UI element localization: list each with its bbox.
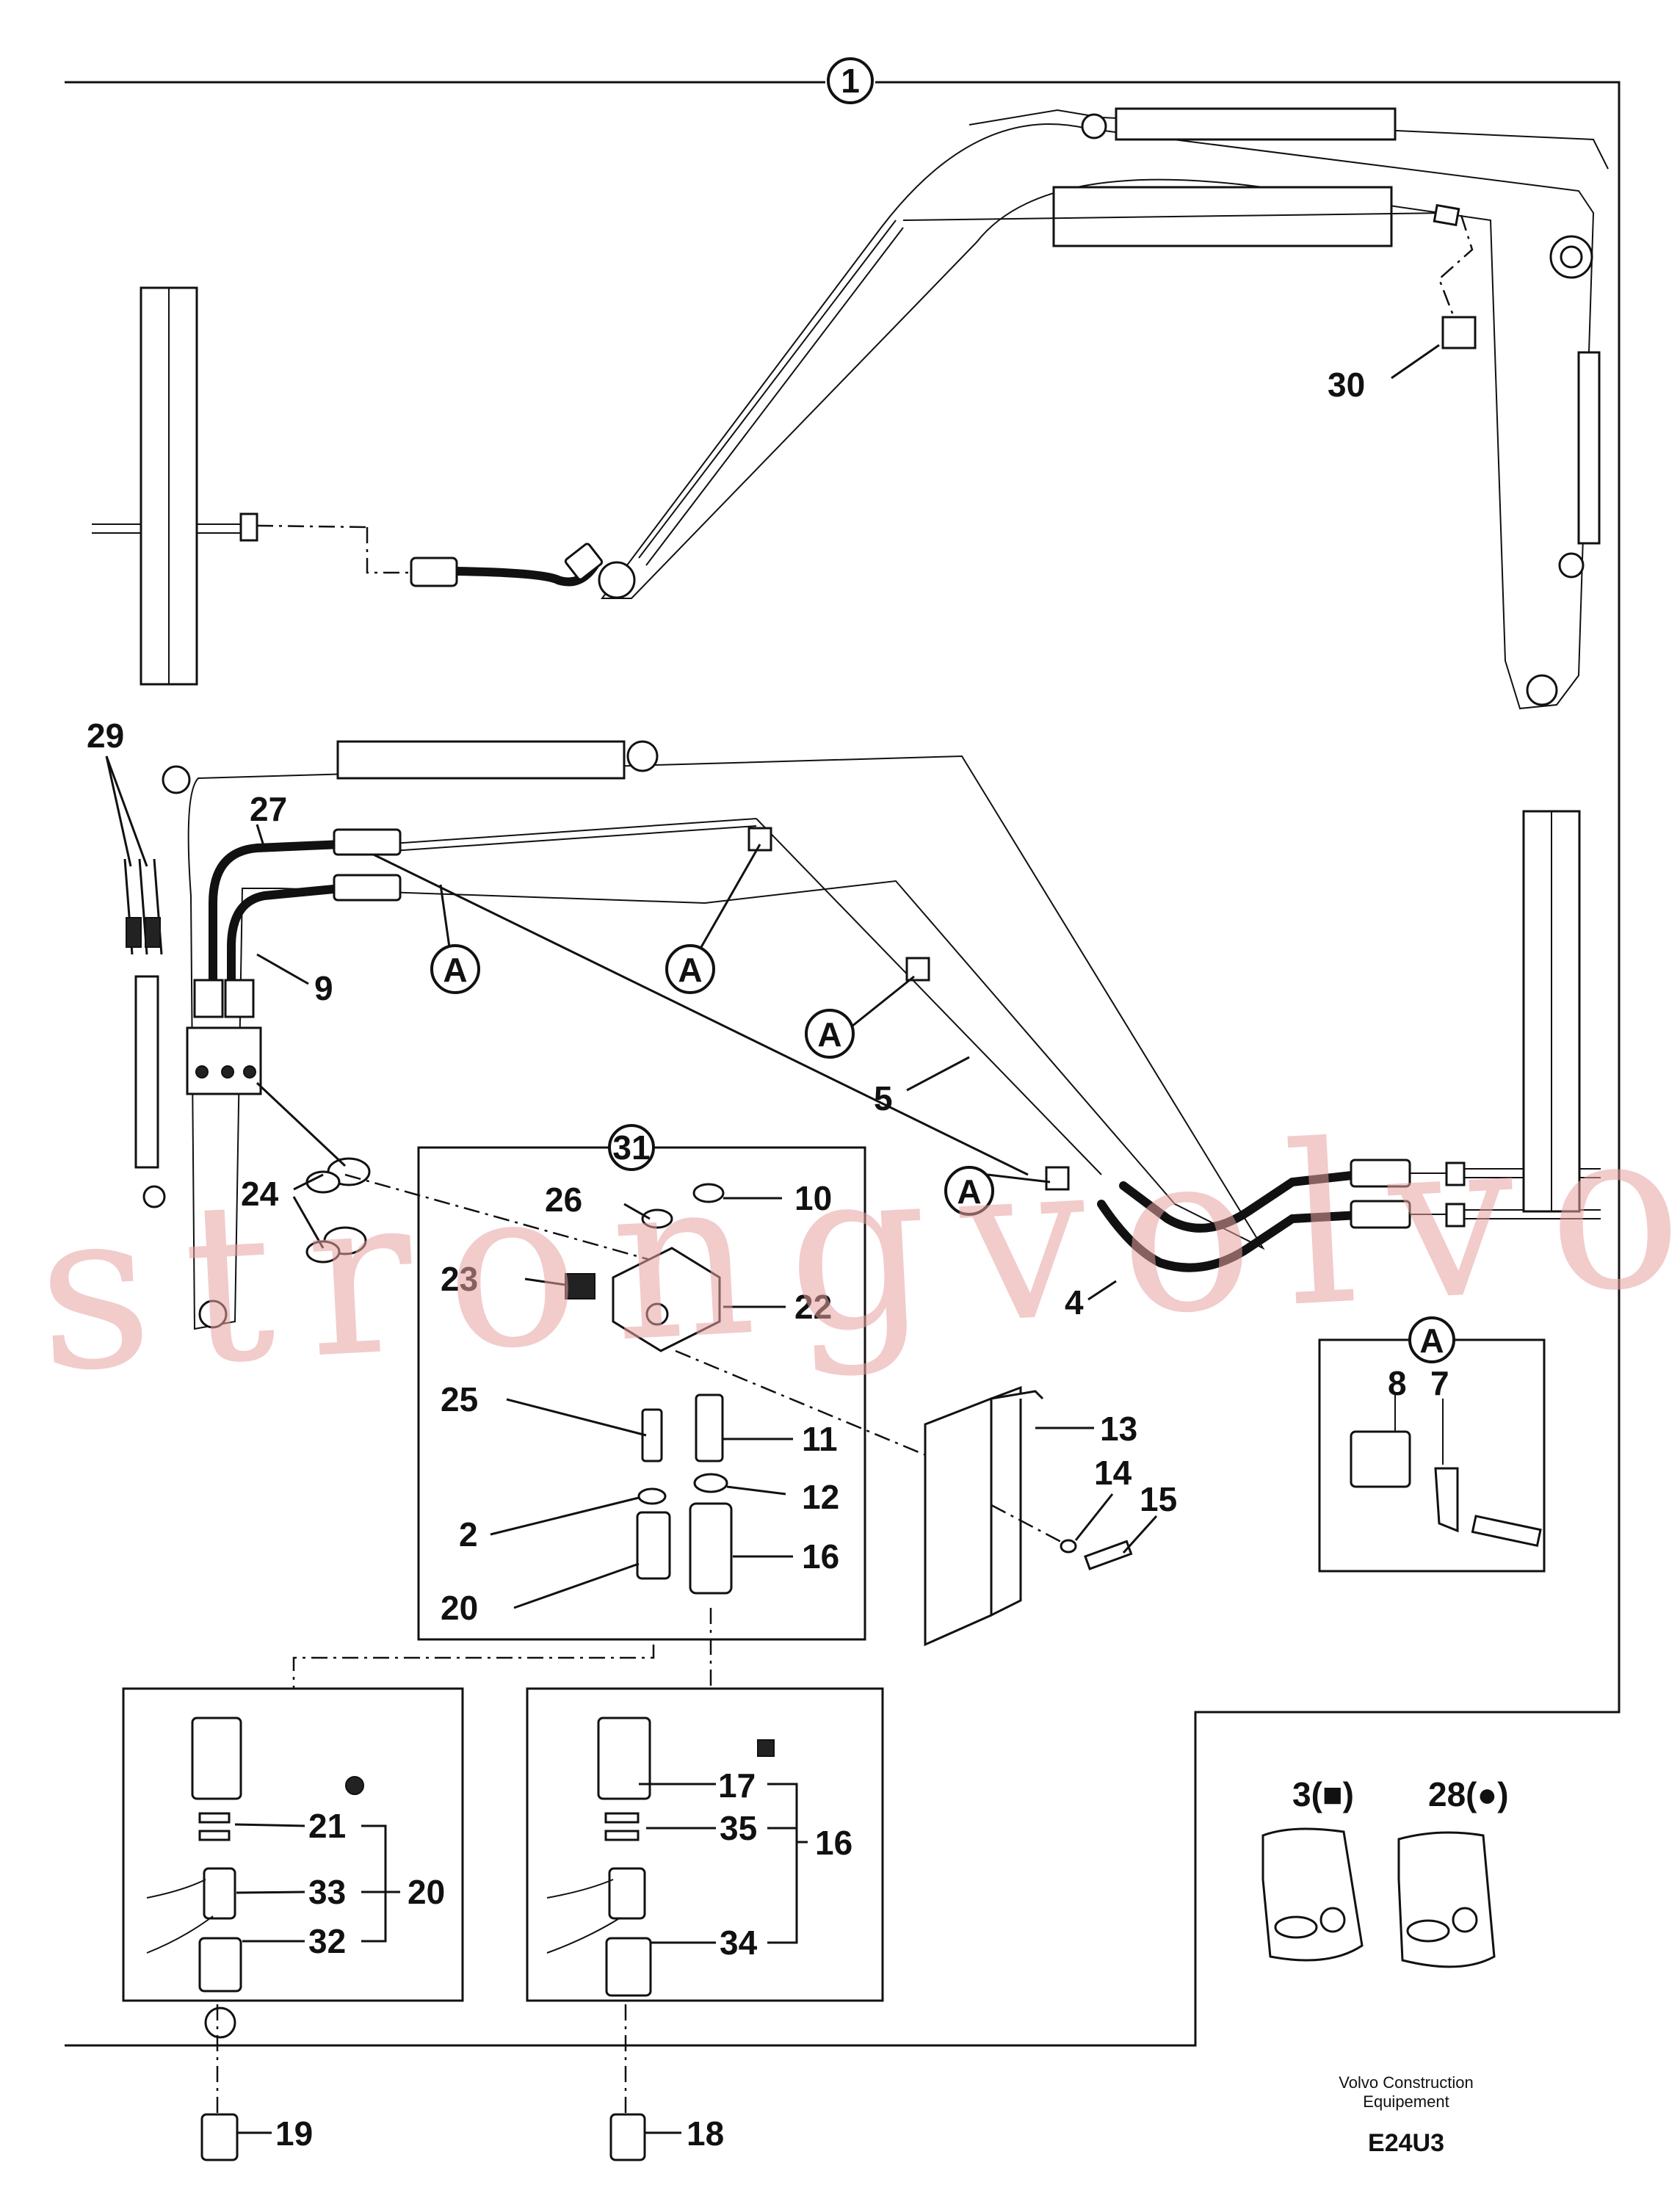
label-9: 9 — [314, 969, 333, 1007]
label-23: 23 — [441, 1260, 478, 1298]
label-26: 26 — [545, 1181, 582, 1219]
hose-clamp-rail-right — [1522, 810, 1581, 1213]
label-5: 5 — [874, 1079, 893, 1117]
hose-4 — [1097, 1200, 1363, 1272]
square-symbol-17 — [757, 1739, 775, 1757]
callout-a-2 — [665, 944, 715, 994]
main-circle — [827, 57, 874, 104]
label-14: 14 — [1094, 1454, 1132, 1492]
label-16: 16 — [802, 1537, 839, 1576]
upper-boom — [598, 107, 1609, 710]
hose-27-fitting — [333, 828, 402, 856]
label-8: 8 — [1388, 1364, 1407, 1402]
upper-hose-fitting — [410, 557, 458, 587]
label-bag-3: 3(■) — [1292, 1775, 1354, 1813]
label-24: 24 — [241, 1175, 279, 1213]
box-20-parts — [146, 1717, 242, 2039]
label-22: 22 — [794, 1288, 832, 1326]
label-11: 11 — [802, 1420, 838, 1458]
round-symbol-21 — [345, 1776, 364, 1795]
hose-9-fitting — [333, 874, 402, 902]
hose-lower-right-1 — [1119, 1170, 1363, 1233]
label-12: 12 — [802, 1478, 839, 1516]
box-16 — [526, 1687, 884, 2002]
box-20 — [122, 1687, 464, 2002]
bag-3 — [1261, 1827, 1364, 1962]
bracket-13 — [924, 1396, 993, 1647]
hose-27 — [209, 840, 346, 988]
plug-30 — [1441, 316, 1477, 349]
callout-a-2-label: A — [678, 951, 702, 989]
bolt-15 — [1084, 1540, 1133, 1570]
label-15: 15 — [1140, 1480, 1177, 1518]
label-2: 2 — [459, 1515, 478, 1554]
main-circle-label: 1 — [841, 62, 860, 100]
label-29: 29 — [87, 717, 124, 755]
callout-a-3 — [805, 1009, 855, 1059]
label-19: 19 — [275, 2114, 313, 2153]
footer-code: E24U3 — [1368, 2129, 1444, 2157]
footer-company-line1: Volvo Construction — [1339, 2073, 1473, 2092]
label-18: 18 — [687, 2114, 724, 2153]
label-27: 27 — [250, 790, 287, 828]
box-20-label-21: 21 — [308, 1807, 346, 1845]
callout-a-1-label: A — [443, 951, 467, 989]
callout-a-4-label: A — [957, 1172, 981, 1211]
label-4: 4 — [1065, 1283, 1084, 1322]
label-7: 7 — [1430, 1364, 1449, 1402]
label-25: 25 — [441, 1380, 478, 1418]
callout-a-1 — [430, 944, 480, 994]
hose-9 — [227, 884, 346, 996]
label-20: 20 — [441, 1589, 478, 1627]
detail-a-circle-label: A — [1419, 1322, 1444, 1360]
callout-a-4 — [944, 1166, 994, 1216]
box-20-label-32: 32 — [308, 1922, 346, 1960]
kit-31-parts — [565, 1183, 733, 1595]
label-10: 10 — [794, 1179, 832, 1217]
bag-28 — [1397, 1831, 1496, 1968]
box-16-label-34: 34 — [720, 1924, 758, 1962]
footer-company-line2: Equipement — [1363, 2092, 1449, 2111]
box-20-label-33: 33 — [308, 1873, 346, 1911]
box-16-label-35: 35 — [720, 1809, 757, 1847]
fitting-19 — [200, 2113, 239, 2161]
main-frame — [65, 81, 1621, 2047]
fitting-18 — [609, 2113, 646, 2161]
lower-boom — [134, 740, 1265, 1330]
kit-31-circle-label: 31 — [612, 1128, 650, 1167]
box-16-parts — [546, 1717, 652, 1997]
detail-a-parts — [1350, 1430, 1542, 1548]
box-16-label-17: 17 — [718, 1766, 756, 1805]
box-16-label-total: 16 — [815, 1824, 852, 1862]
callout-a-3-label: A — [817, 1015, 841, 1054]
hoses-29 — [123, 858, 163, 955]
kit-31-circle — [608, 1124, 655, 1171]
detail-a-circle — [1408, 1316, 1455, 1363]
hose-clamp-rail-upper-left — [92, 286, 258, 686]
box-20-label-total: 20 — [408, 1873, 445, 1911]
label-bag-28: 28(●) — [1428, 1775, 1509, 1813]
label-30: 30 — [1328, 366, 1365, 404]
label-13: 13 — [1100, 1410, 1137, 1448]
washer-14 — [1060, 1539, 1077, 1554]
